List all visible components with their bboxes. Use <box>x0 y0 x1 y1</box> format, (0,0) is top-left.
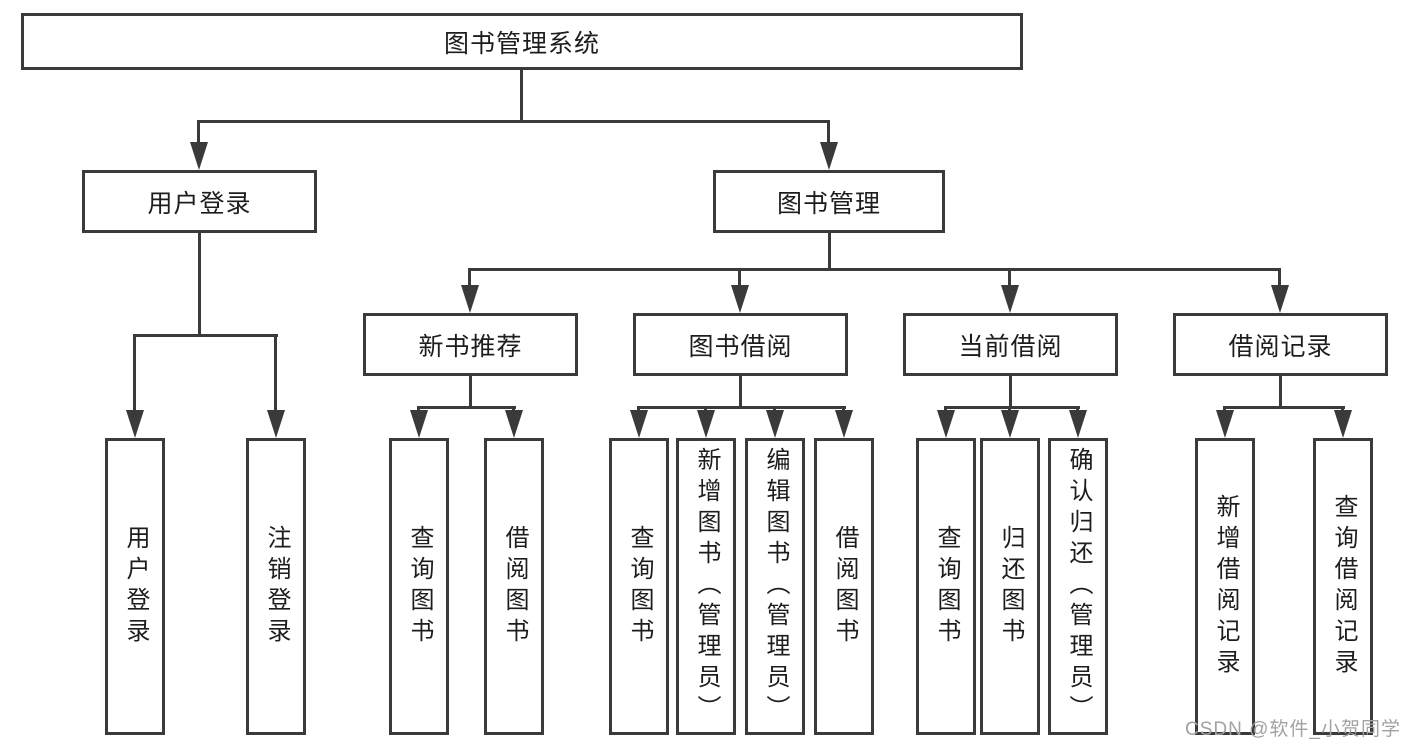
connector-vline <box>1279 374 1282 408</box>
node-label: 图书借阅 <box>688 332 793 361</box>
node-library-management-system: 图书管理系统 <box>21 13 1023 70</box>
node-label: 查询图书 <box>626 524 653 649</box>
arrow-down-icon <box>1001 406 1019 438</box>
node-leaf-edit-book-admin: 编辑图书（管理员） <box>745 438 805 735</box>
node-label: 查询图书 <box>933 524 960 649</box>
node-label: 用户登录 <box>122 524 149 649</box>
node-current-borrowing: 当前借阅 <box>903 313 1118 376</box>
connector-vline <box>198 231 201 337</box>
node-label: 借阅图书 <box>831 524 858 649</box>
node-borrowing-records: 借阅记录 <box>1173 313 1388 376</box>
arrow-down-icon <box>126 334 144 438</box>
node-leaf-return-books: 归还图书 <box>980 438 1040 735</box>
node-label: 查询借阅记录 <box>1330 493 1357 680</box>
node-label: 图书管理系统 <box>443 29 600 58</box>
node-label: 新增借阅记录 <box>1212 493 1239 680</box>
arrow-down-icon <box>410 406 428 438</box>
node-leaf-query-borrow-record: 查询借阅记录 <box>1313 438 1373 735</box>
arrow-down-icon <box>267 334 285 438</box>
connector-vline <box>828 231 831 271</box>
connector-hline <box>637 406 846 409</box>
arrow-down-icon <box>937 406 955 438</box>
connector-hline <box>1223 406 1345 409</box>
node-leaf-query-books-borrowing: 查询图书 <box>609 438 669 735</box>
connector-hline <box>944 406 1080 409</box>
node-leaf-logout: 注销登录 <box>246 438 306 735</box>
arrow-down-icon <box>731 268 749 313</box>
node-label: 借阅图书 <box>501 524 528 649</box>
connector-hline <box>417 406 516 409</box>
node-label: 借阅记录 <box>1228 332 1333 361</box>
node-label: 用户登录 <box>147 189 252 218</box>
node-book-management: 图书管理 <box>713 170 945 233</box>
node-label: 图书管理 <box>776 189 881 218</box>
node-leaf-user-login: 用户登录 <box>105 438 165 735</box>
arrow-down-icon <box>697 406 715 438</box>
arrow-down-icon <box>1334 406 1352 438</box>
connector-vline <box>739 374 742 408</box>
node-leaf-add-borrow-record: 新增借阅记录 <box>1195 438 1255 735</box>
arrow-down-icon <box>505 406 523 438</box>
arrow-down-icon <box>1069 406 1087 438</box>
node-leaf-query-books-recommend: 查询图书 <box>389 438 449 735</box>
connector-hline <box>133 334 278 337</box>
connector-vline <box>1009 374 1012 408</box>
arrow-down-icon <box>1001 268 1019 313</box>
arrow-down-icon <box>1271 268 1289 313</box>
node-leaf-add-book-admin: 新增图书（管理员） <box>676 438 736 735</box>
node-label: 归还图书 <box>997 524 1024 649</box>
csdn-watermark: CSDN @软件_小贺同学 <box>1185 719 1401 740</box>
node-leaf-query-books-current: 查询图书 <box>916 438 976 735</box>
connector-vline <box>469 374 472 408</box>
node-label: 新增图书（管理员） <box>693 447 720 726</box>
node-label: 新书推荐 <box>418 332 523 361</box>
arrow-down-icon <box>1216 406 1234 438</box>
connector-hline <box>469 268 1281 271</box>
node-new-book-recommendation: 新书推荐 <box>363 313 578 376</box>
arrow-down-icon <box>190 120 208 170</box>
arrow-down-icon <box>835 406 853 438</box>
node-leaf-confirm-return-admin: 确认归还（管理员） <box>1048 438 1108 735</box>
connector-hline <box>198 120 830 123</box>
arrow-down-icon <box>820 120 838 170</box>
arrow-down-icon <box>461 268 479 313</box>
node-label: 查询图书 <box>406 524 433 649</box>
node-user-login: 用户登录 <box>82 170 317 233</box>
arrow-down-icon <box>630 406 648 438</box>
node-leaf-borrow-books-borrowing: 借阅图书 <box>814 438 874 735</box>
node-label: 当前借阅 <box>958 332 1063 361</box>
node-leaf-borrow-books-recommend: 借阅图书 <box>484 438 544 735</box>
connector-vline <box>520 68 523 122</box>
node-label: 注销登录 <box>263 524 290 649</box>
arrow-down-icon <box>766 406 784 438</box>
node-label: 确认归还（管理员） <box>1065 447 1092 726</box>
node-book-borrowing: 图书借阅 <box>633 313 848 376</box>
node-label: 编辑图书（管理员） <box>762 447 789 726</box>
